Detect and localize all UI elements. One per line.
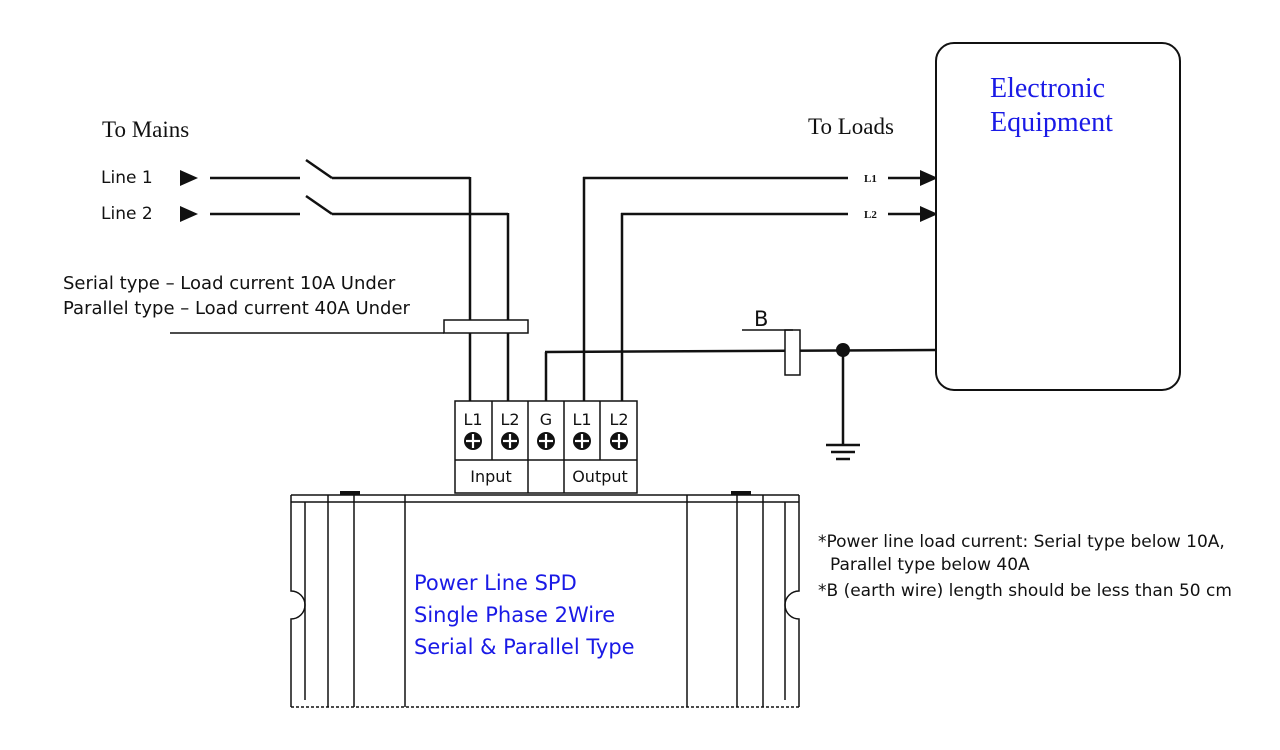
terminal-label: L2	[500, 410, 519, 429]
terminal-labels: L1 L2 G L1 L2	[463, 410, 628, 429]
earth-ground-icon	[826, 443, 860, 461]
earth-wire-label: B	[754, 307, 768, 331]
to-loads-label: To Loads	[808, 114, 894, 139]
line2-label: Line 2	[101, 204, 153, 224]
terminal-label: L1	[463, 410, 482, 429]
note-line2: Parallel type below 40A	[830, 555, 1030, 575]
load-l1-label: L1	[864, 173, 877, 185]
to-mains-label: To Mains	[102, 117, 189, 142]
spd-housing	[290, 491, 800, 708]
terminal-label: L1	[572, 410, 591, 429]
terminal-screw-icon	[610, 432, 628, 450]
equipment-title-line1: Electronic	[990, 73, 1105, 104]
line2-arrow-icon	[180, 206, 198, 222]
load-l1-wire	[582, 176, 922, 402]
spd-title-line3: Serial & Parallel Type	[414, 635, 635, 659]
terminal-label: L2	[609, 410, 628, 429]
note-line1: *Power line load current: Serial type be…	[818, 532, 1225, 552]
serial-current-note: Serial type – Load current 10A Under	[63, 273, 396, 294]
output-label: Output	[572, 467, 628, 486]
terminal-screw-icon	[537, 432, 555, 450]
spd-title-line2: Single Phase 2Wire	[414, 603, 615, 627]
ground-wire	[544, 348, 937, 444]
input-label: Input	[470, 467, 511, 486]
ground-junction-dot	[836, 343, 850, 357]
terminal-screw-icon	[573, 432, 591, 450]
earth-wire-marker	[784, 329, 801, 376]
terminal-screw-icon	[501, 432, 519, 450]
parallel-current-note: Parallel type – Load current 40A Under	[63, 298, 411, 319]
line1-arrow-icon	[180, 170, 198, 186]
line1-label: Line 1	[101, 168, 153, 188]
terminal-screw-icon	[464, 432, 482, 450]
load-l2-label: L2	[864, 209, 877, 221]
equipment-title-line2: Equipment	[990, 107, 1113, 138]
terminal-screws	[464, 432, 628, 450]
terminal-label: G	[540, 410, 552, 429]
current-sensor-clamp	[443, 319, 529, 334]
spd-title-line1: Power Line SPD	[414, 571, 577, 595]
line2-wire	[210, 194, 510, 402]
note-line3: *B (earth wire) length should be less th…	[818, 581, 1232, 601]
electronic-equipment-box	[935, 42, 1181, 391]
load-l2-arrow-icon	[920, 206, 938, 222]
load-l1-arrow-icon	[920, 170, 938, 186]
load-l2-wire	[620, 212, 922, 402]
